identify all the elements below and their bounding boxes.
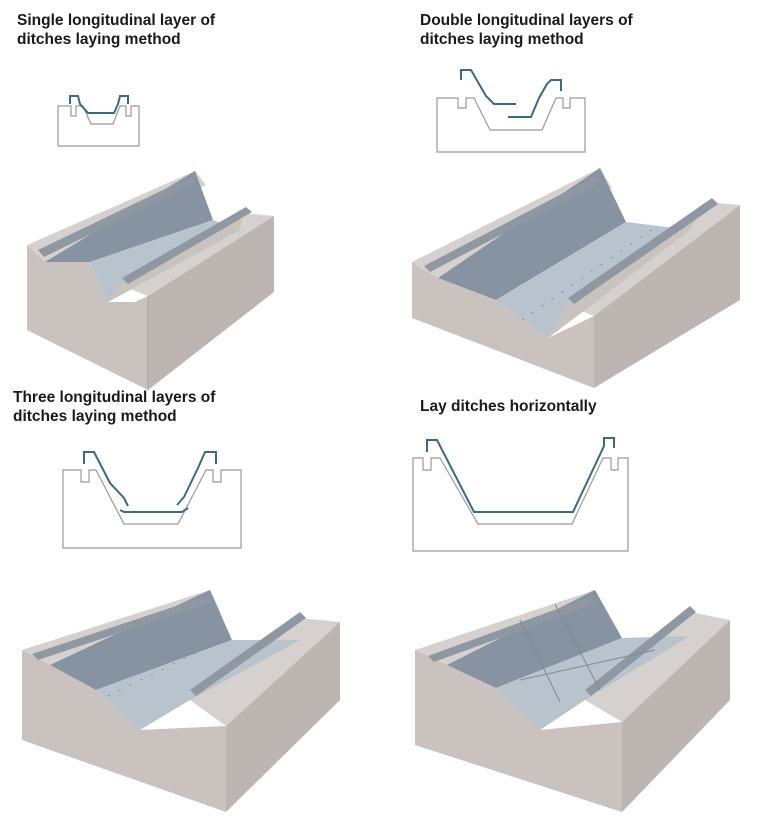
far-slope-liner <box>50 590 232 690</box>
soil-front-face <box>412 262 594 388</box>
title-line: Single longitudinal layer of <box>17 12 216 29</box>
title-line: Double longitudinal layers of <box>420 12 633 29</box>
rail-left <box>424 176 602 272</box>
bottom-liner <box>96 640 300 730</box>
soil-top-right <box>190 618 340 726</box>
liner-seam <box>519 619 561 703</box>
title-line: ditches laying method <box>420 31 584 48</box>
ditch-outline <box>62 469 242 549</box>
rail-right <box>122 207 252 284</box>
liner-section-left <box>83 451 129 507</box>
far-slope-liner <box>45 171 213 262</box>
rail-right <box>585 606 696 696</box>
title-line: ditches laying method <box>17 31 181 48</box>
soil-top-left <box>27 171 206 262</box>
soil-top-right <box>585 612 730 722</box>
far-slope-liner <box>438 168 626 300</box>
bottom-liner <box>496 636 690 730</box>
near-slope <box>548 202 706 338</box>
liner-seam <box>554 603 601 691</box>
title-line: ditches laying method <box>13 408 177 425</box>
ditch-outline <box>436 97 586 153</box>
far-slope-liner <box>447 590 622 688</box>
soil-right-face <box>148 216 274 390</box>
rail-right <box>568 198 718 304</box>
liner-section-left <box>460 69 516 105</box>
near-slope <box>108 213 242 302</box>
soil-top-left <box>22 590 220 665</box>
rail-left <box>428 597 596 662</box>
soil-right-face <box>622 620 730 812</box>
soil-right-face <box>226 622 340 812</box>
ditch-outline <box>57 105 140 147</box>
rail-right <box>190 612 306 696</box>
panel-title-single: Single longitudinal layer of ditches lay… <box>17 11 215 49</box>
panel-title-horizontal: Lay ditches horizontally <box>420 397 597 416</box>
soil-front-face <box>27 245 148 390</box>
soil-top-right <box>566 202 740 316</box>
soil-top-left <box>415 590 606 665</box>
liner-section <box>426 437 615 513</box>
soil-front-face <box>415 650 622 812</box>
liner-seam <box>521 223 661 321</box>
panel-title-double: Double longitudinal layers of ditches la… <box>420 11 633 49</box>
rail-left <box>38 177 197 257</box>
liner-section-right <box>176 451 217 506</box>
rail-left <box>32 596 212 660</box>
liner-section <box>69 95 129 114</box>
title-line: Lay ditches horizontally <box>420 398 597 415</box>
liner-seam <box>519 649 656 681</box>
soil-top-right <box>120 213 274 296</box>
liner-seam <box>107 635 231 697</box>
soil-front-face <box>22 650 226 812</box>
title-line: Three longitudinal layers of <box>13 389 216 406</box>
liner-section-bottom <box>119 507 189 513</box>
panel-title-three: Three longitudinal layers of ditches lay… <box>13 388 215 426</box>
bottom-liner <box>90 220 240 302</box>
soil-right-face <box>594 205 740 388</box>
soil-top-left <box>412 168 612 278</box>
liner-section-right <box>508 79 562 118</box>
bottom-liner <box>496 222 690 338</box>
ditch-outline <box>412 457 629 552</box>
